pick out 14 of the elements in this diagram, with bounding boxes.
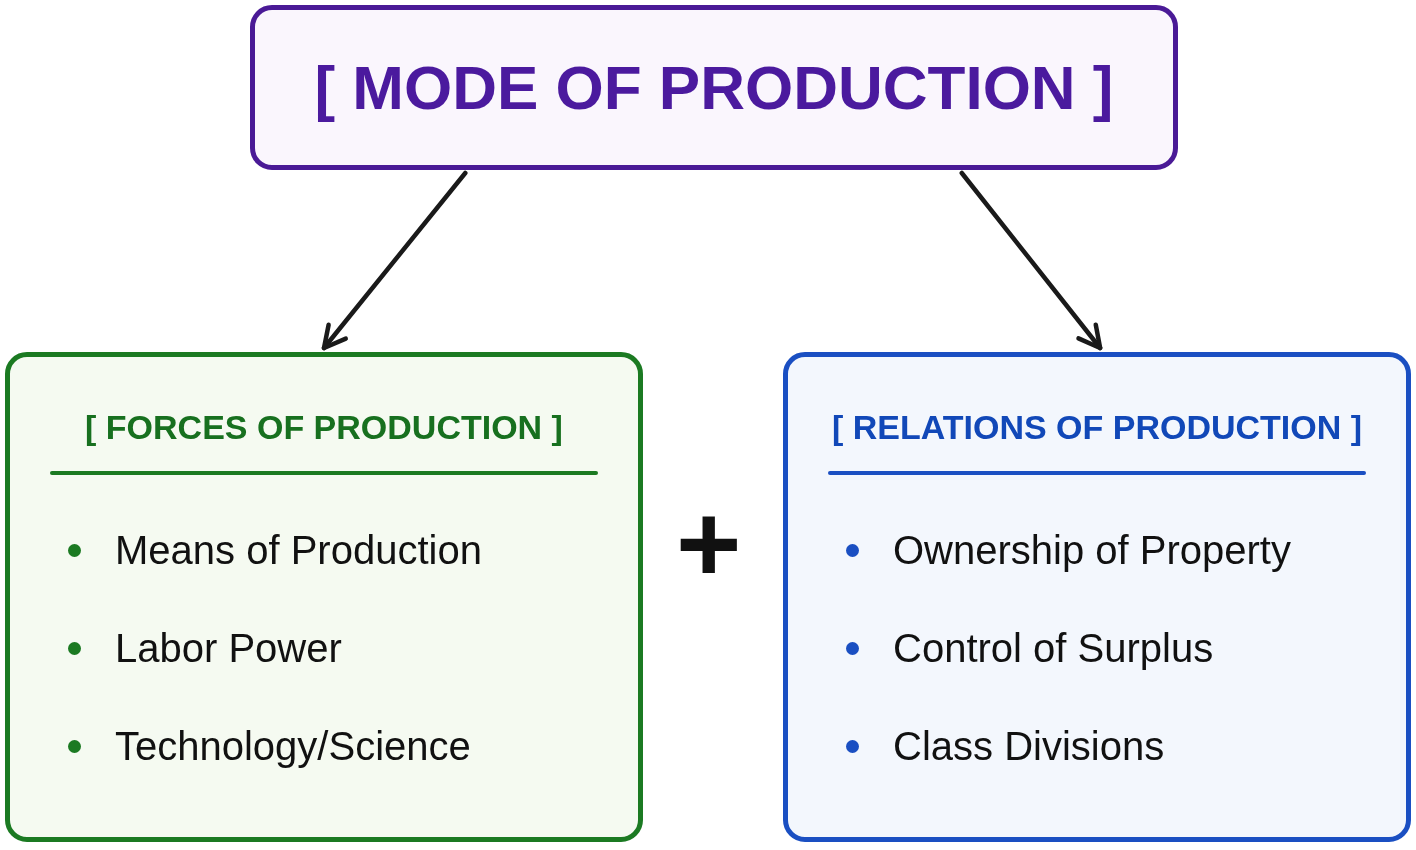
list-item-text: Labor Power — [115, 625, 342, 672]
title-box — [250, 5, 1178, 170]
arrow — [959, 170, 1103, 351]
arrow — [321, 170, 468, 351]
list-item-text: Technology/Science — [115, 723, 471, 770]
list-item-text: Means of Production — [115, 527, 482, 574]
list-item-text: Control of Surplus — [893, 625, 1214, 672]
box-heading: [ RELATIONS OF PRODUCTION ] — [830, 407, 1364, 448]
box-heading: [ FORCES OF PRODUCTION ] — [84, 407, 564, 448]
category-box — [5, 352, 643, 842]
list-item-text: Ownership of Property — [893, 527, 1291, 574]
plus-sign: + — [676, 488, 742, 600]
category-box — [783, 352, 1411, 842]
list-item-text: Class Divisions — [893, 723, 1165, 770]
